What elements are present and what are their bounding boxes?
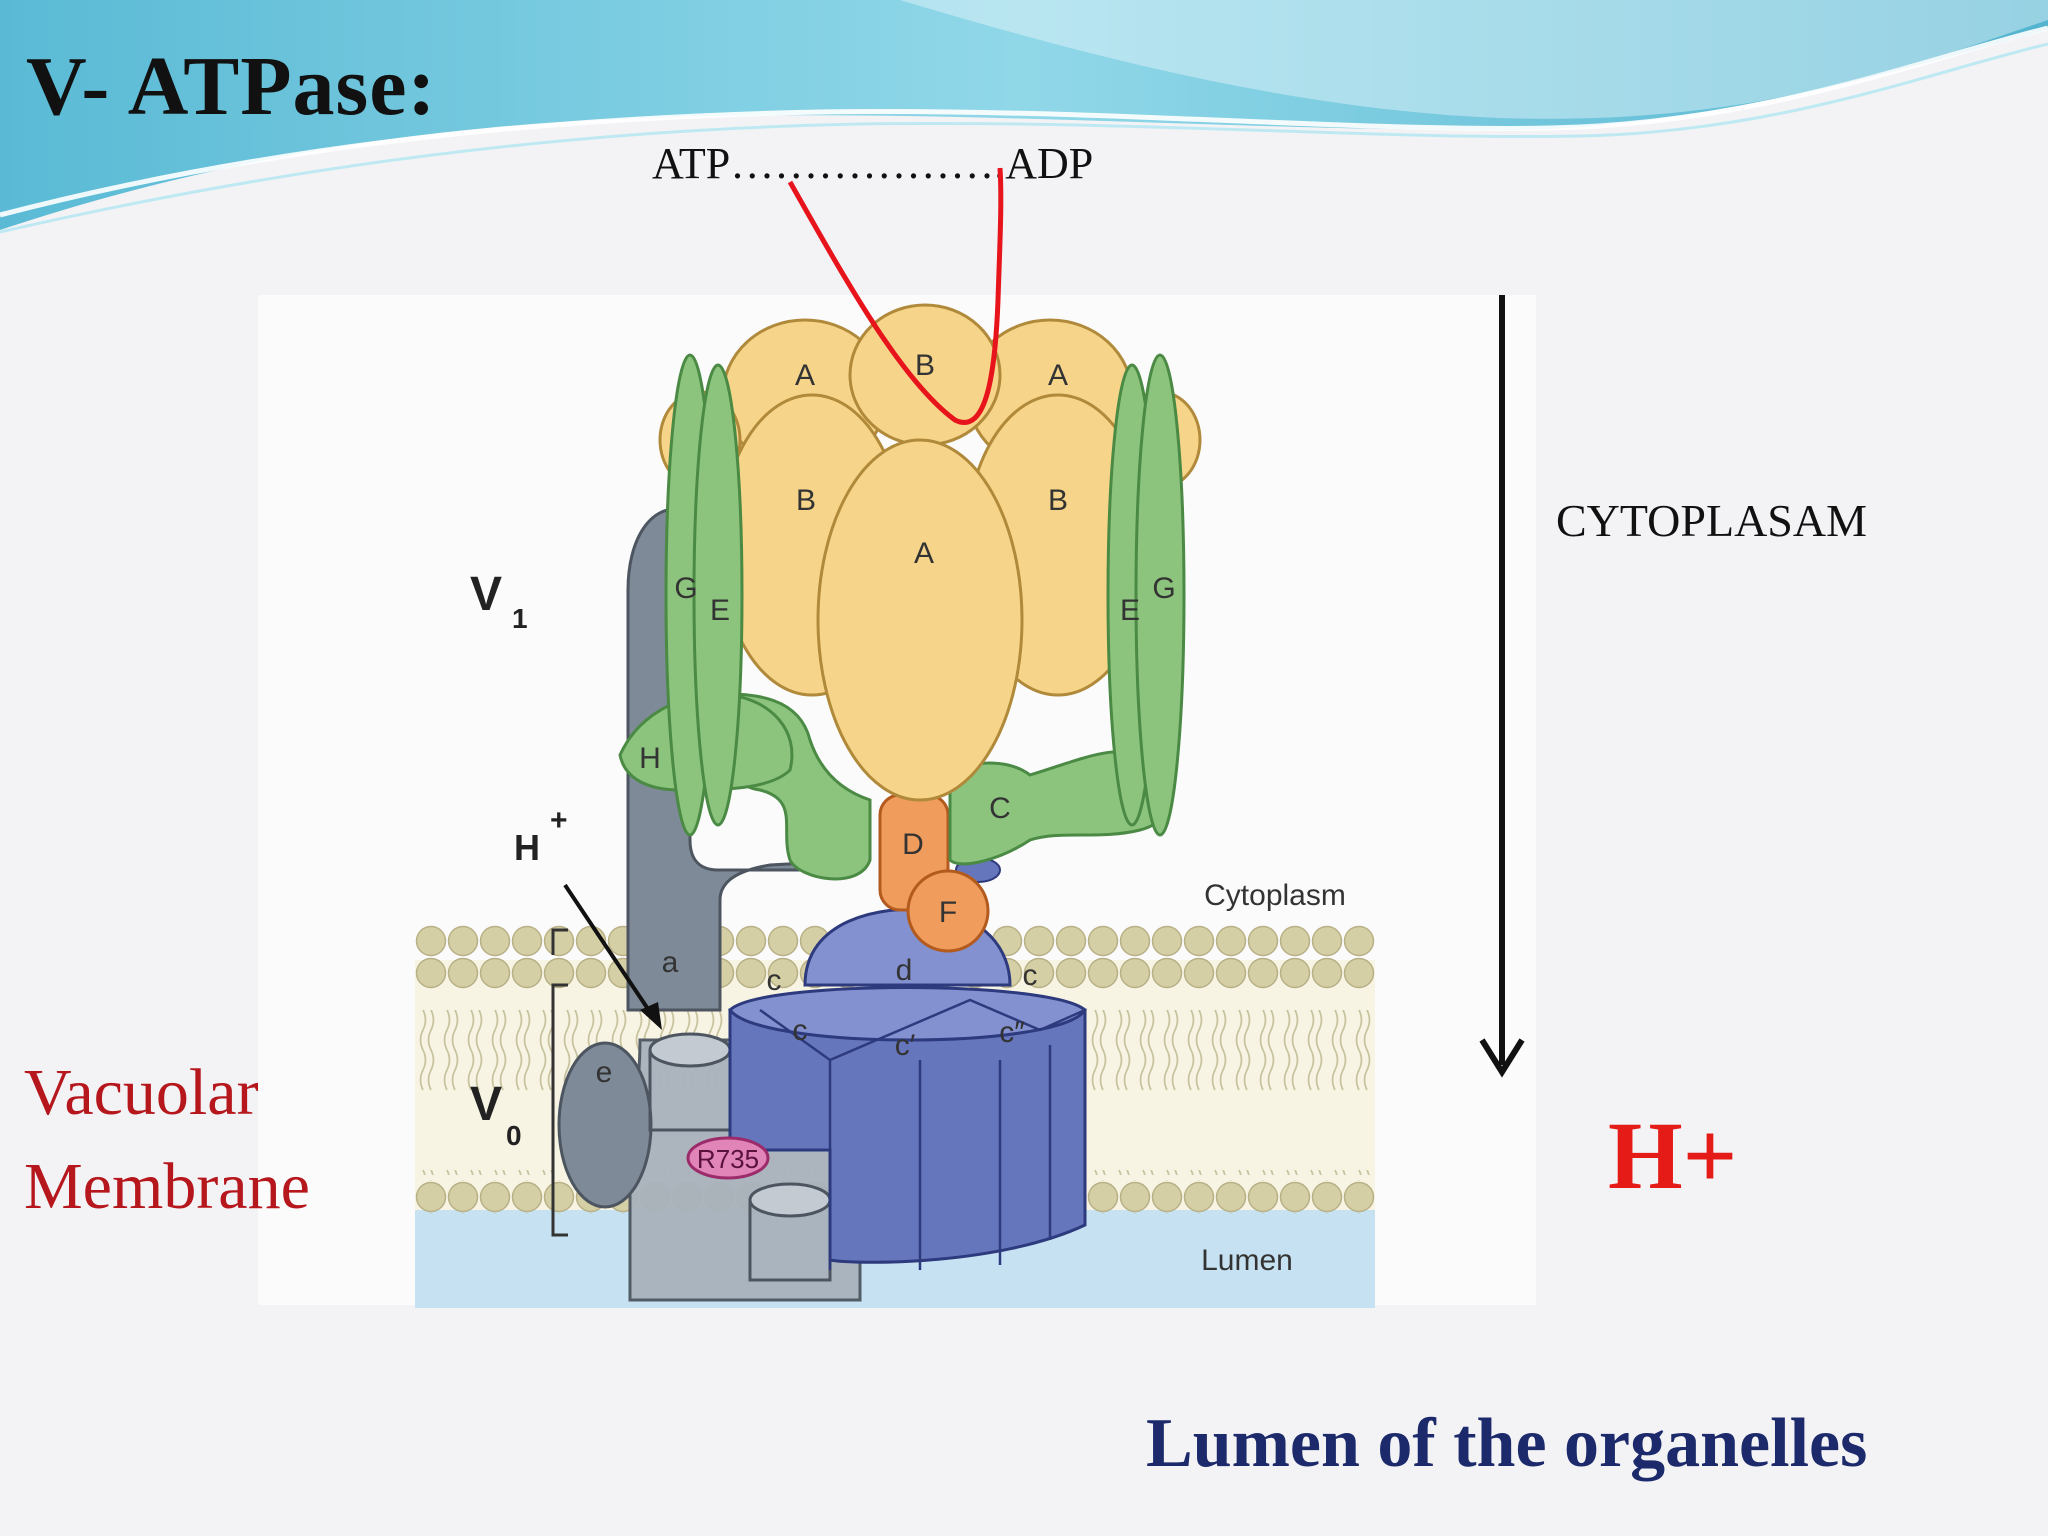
- label-cytoplasm: Cytoplasm: [1204, 879, 1346, 912]
- label-G-left: G: [674, 572, 697, 605]
- subunit-A-center: [816, 438, 1024, 802]
- label-h-sup: +: [550, 804, 568, 837]
- label-F-subunit: F: [939, 896, 957, 929]
- label-v0: V: [470, 1078, 502, 1131]
- vacuolar-line-1: Vacuolar: [24, 1056, 259, 1129]
- label-C-subunit: C: [989, 792, 1011, 825]
- label-e-subunit: e: [596, 1056, 613, 1089]
- label-B-left: B: [796, 484, 816, 517]
- label-D-subunit: D: [902, 828, 924, 861]
- label-c-double-prime: c″: [999, 1016, 1025, 1049]
- label-c-3: c: [793, 1014, 808, 1047]
- label-c-1: c: [767, 964, 782, 997]
- v0-bracket: [551, 928, 568, 1237]
- label-B-right: B: [1048, 484, 1068, 517]
- stalk-G-right: [1134, 353, 1186, 837]
- h-plus-label: H+: [1608, 1102, 1738, 1209]
- channel-top: [648, 1032, 732, 1068]
- atp-adp-curve: [787, 167, 1004, 425]
- stalk-E-left: [692, 363, 744, 827]
- label-v1-sub: 1: [512, 603, 528, 634]
- lumen-of-organelles-label: Lumen of the organelles: [1146, 1405, 1868, 1482]
- label-E-left: E: [710, 594, 730, 627]
- label-c-2: c: [1023, 959, 1038, 992]
- label-v1: V: [470, 568, 502, 621]
- proton-arrow-line: [563, 883, 654, 1017]
- c-ring-segments: [759, 998, 1086, 1270]
- label-H-subunit: H: [639, 742, 661, 775]
- label-B-top: B: [915, 349, 935, 382]
- cyto-lumen-arrow-head: [1479, 1038, 1525, 1078]
- label-a-subunit: a: [662, 946, 679, 979]
- slide-title: V- ATPase:: [26, 40, 437, 133]
- label-r735: R735: [697, 1144, 759, 1174]
- label-A-top-right: A: [1048, 359, 1068, 392]
- label-lumen: Lumen: [1201, 1244, 1293, 1277]
- vacuolar-line-2: Membrane: [24, 1150, 310, 1223]
- vacuolar-membrane-label: Vacuolar Membrane: [24, 1046, 310, 1234]
- label-E-right: E: [1120, 594, 1140, 627]
- label-h: H: [514, 827, 540, 868]
- label-A-center: A: [914, 537, 934, 570]
- subunit-F: [906, 869, 990, 953]
- label-c-prime: c′: [895, 1029, 916, 1062]
- proton-arrow-head: [640, 1002, 662, 1030]
- channel-bottom: [748, 1182, 832, 1218]
- label-G-right: G: [1152, 572, 1175, 605]
- r735-badge: [686, 1136, 770, 1180]
- atp-adp-label: ATP……………….ADP: [652, 139, 1094, 188]
- header-wave: [0, 0, 2048, 234]
- label-d-subunit: d: [896, 954, 913, 987]
- label-v0-sub: 0: [506, 1120, 522, 1151]
- cytoplasam-label: CYTOPLASAM: [1556, 495, 1867, 546]
- label-A-top-left: A: [795, 359, 815, 392]
